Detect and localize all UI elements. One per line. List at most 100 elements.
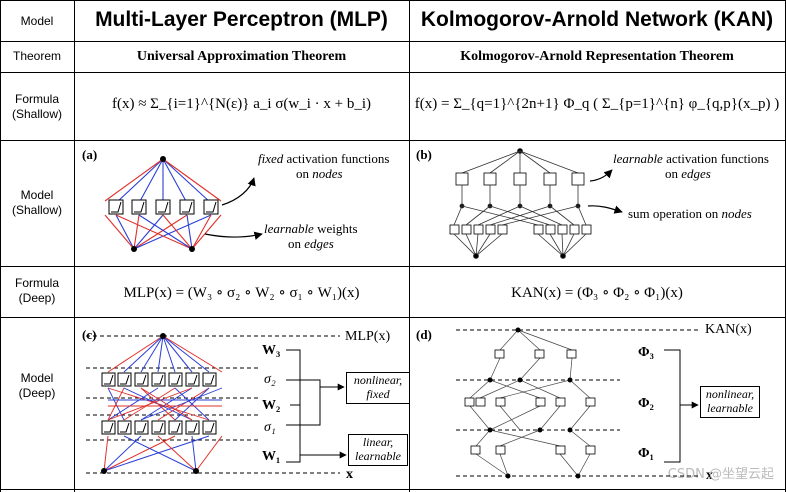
kan-top-edges bbox=[461, 150, 579, 174]
row-label-line: Formula bbox=[14, 92, 59, 106]
kan-deep-edges bbox=[469, 329, 591, 477]
row-label-line: Model bbox=[20, 188, 54, 202]
watermark: CSDN @坐望云起 bbox=[667, 467, 774, 482]
annotation-learnable-weights: learnable weights on edges bbox=[264, 221, 358, 251]
row-label-line: Model bbox=[20, 371, 54, 385]
arrow-to-learnable-activation bbox=[589, 169, 613, 182]
kan-bottom-boxes bbox=[449, 224, 592, 235]
label-w3: W₃ bbox=[262, 343, 281, 358]
mlp-edges-top-red bbox=[104, 158, 222, 202]
row-label-model-shallow: Model (Shallow) bbox=[0, 188, 74, 218]
row-label-formula-deep: Formula (Deep) bbox=[0, 276, 74, 306]
row-label-line: Formula bbox=[14, 276, 59, 290]
arrow-to-weights bbox=[204, 231, 263, 240]
activation-box bbox=[155, 199, 171, 215]
mlp-deep-boxes-lower bbox=[101, 420, 217, 435]
row-label-line: (Shallow) bbox=[11, 203, 62, 217]
kan-deep-nodes bbox=[487, 327, 581, 479]
kan-top-boxes bbox=[455, 172, 585, 186]
mlp-output-label: MLP(x) bbox=[345, 329, 391, 344]
annotation-text: on bbox=[288, 236, 305, 251]
mlp-deep-output-node bbox=[160, 333, 166, 339]
annotation-text: fixed bbox=[258, 151, 284, 166]
kan-title: Kolmogorov-Arnold Network (KAN) bbox=[420, 8, 774, 31]
annotation-fixed-activation: fixed activation functions on nodes bbox=[258, 151, 389, 181]
mlp-input-node bbox=[131, 246, 137, 252]
row-label-model-deep: Model (Deep) bbox=[0, 371, 74, 401]
mlp-deep-input-node bbox=[193, 468, 199, 474]
label-phi1: Φ₁ bbox=[638, 446, 654, 461]
label-sigma1: σ₁ bbox=[264, 420, 276, 435]
activation-box bbox=[179, 199, 195, 215]
box-text: nonlinear, bbox=[353, 373, 403, 387]
shallow-mlp-diagram bbox=[104, 156, 263, 252]
box-linear-learnable: linear, learnable bbox=[348, 434, 408, 466]
annotation-learnable-activation: learnable activation functions on edges bbox=[613, 151, 769, 181]
label-phi3: Φ₃ bbox=[638, 345, 654, 360]
box-nonlinear-fixed: nonlinear, fixed bbox=[346, 372, 410, 404]
box-text: fixed bbox=[366, 387, 390, 401]
row-label-model: Model bbox=[20, 14, 54, 28]
kan-deep-boxes bbox=[464, 349, 596, 455]
label-x-kan: x bbox=[706, 468, 713, 483]
annotation-text: nodes bbox=[721, 206, 752, 221]
mlp-deep-brackets bbox=[286, 349, 347, 463]
kan-theorem: Kolmogorov-Arnold Representation Theorem bbox=[460, 49, 734, 64]
mlp-deep-edges-top bbox=[107, 335, 223, 373]
mlp-edges-top bbox=[115, 158, 212, 204]
mlp-deep-formula: MLP(x) = (W₃ ∘ σ₂ ∘ W₂ ∘ σ₁ ∘ W₁)(x) bbox=[123, 285, 360, 301]
kan-mid-edges bbox=[461, 185, 579, 206]
deep-kan-diagram bbox=[456, 327, 700, 479]
kan-deep-bracket bbox=[664, 349, 699, 463]
mlp-shallow-formula: f(x) ≈ Σ_{i=1}^{N(ε)} a_i σ(w_i · x + b_… bbox=[111, 96, 372, 112]
row-divider bbox=[0, 266, 786, 267]
row-divider bbox=[0, 317, 786, 318]
box-text: learnable bbox=[707, 401, 753, 415]
row-label-line: (Shallow) bbox=[11, 107, 62, 121]
mlp-input-node bbox=[189, 246, 195, 252]
annotation-text: on bbox=[665, 166, 682, 181]
panel-label-b: (b) bbox=[416, 147, 432, 162]
annotation-text: on bbox=[296, 166, 313, 181]
row-label-line: (Deep) bbox=[18, 291, 56, 305]
mlp-output-node bbox=[160, 156, 166, 162]
mlp-activation-boxes bbox=[108, 199, 219, 215]
annotation-text: activation functions bbox=[283, 151, 390, 166]
panel-label-a: (a) bbox=[82, 147, 98, 162]
annotation-sum-operation: sum operation on nodes bbox=[628, 206, 752, 221]
kan-bottom-edges bbox=[453, 205, 587, 257]
table-border-bottom bbox=[0, 489, 786, 490]
row-label-theorem: Theorem bbox=[12, 49, 62, 63]
annotation-text: activation functions bbox=[662, 151, 769, 166]
mlp-activation-glyphs bbox=[111, 201, 217, 213]
annotation-text: learnable bbox=[613, 151, 663, 166]
arrow-to-fixed bbox=[221, 177, 256, 206]
panel-label-c: (c) bbox=[82, 327, 97, 342]
deep-mlp-diagram bbox=[86, 333, 347, 474]
annotation-text: nodes bbox=[312, 166, 343, 181]
col-divider bbox=[74, 0, 75, 492]
mlp-deep-glyphs bbox=[104, 374, 215, 433]
kan-shallow-formula: f(x) = Σ_{q=1}^{2n+1} Φ_q ( Σ_{p=1}^{n} … bbox=[414, 96, 780, 112]
label-x-mlp: x bbox=[346, 467, 353, 482]
row-label-line: (Deep) bbox=[18, 386, 56, 400]
col-divider bbox=[409, 0, 410, 492]
row-divider bbox=[0, 140, 786, 141]
annotation-text: sum operation on bbox=[628, 206, 722, 221]
panel-label-d: (d) bbox=[416, 327, 432, 342]
row-label-formula-shallow: Formula (Shallow) bbox=[0, 92, 74, 122]
mlp-deep-boxes-upper bbox=[101, 372, 217, 387]
label-w2: W₂ bbox=[262, 398, 281, 413]
box-text: learnable bbox=[355, 449, 401, 463]
mlp-edges-bottom bbox=[104, 214, 222, 250]
annotation-text: edges bbox=[304, 236, 334, 251]
table-border-top bbox=[0, 0, 786, 1]
activation-box bbox=[131, 199, 147, 215]
shallow-kan-diagram bbox=[449, 148, 623, 259]
kan-layer-dashes bbox=[456, 329, 700, 477]
label-sigma2: σ₂ bbox=[264, 372, 276, 387]
activation-box bbox=[203, 199, 219, 215]
annotation-text: weights bbox=[313, 221, 358, 236]
